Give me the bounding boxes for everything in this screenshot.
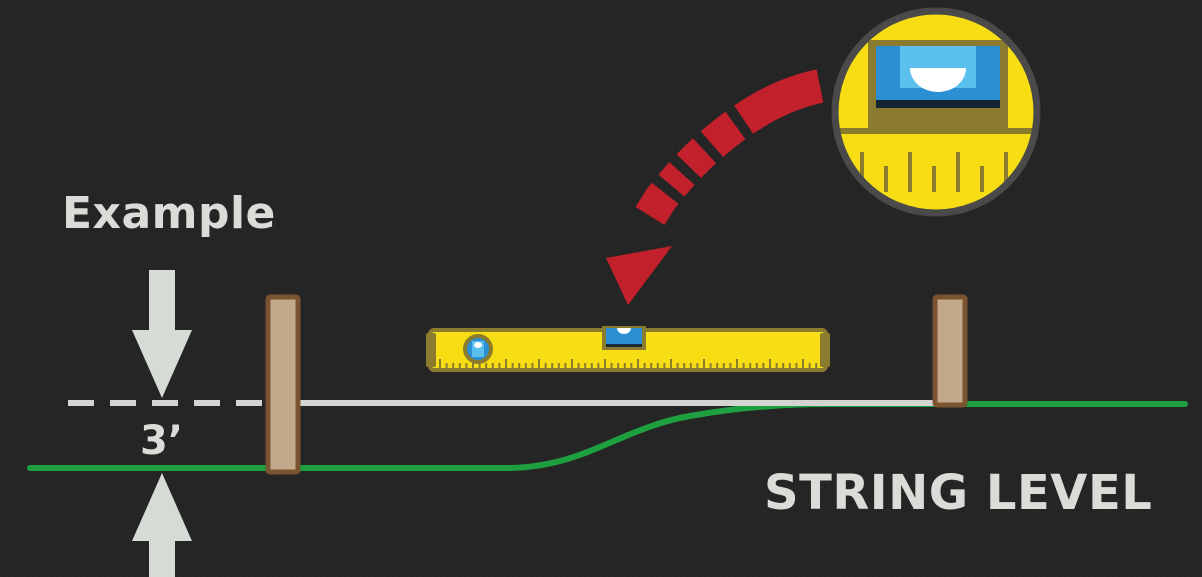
down-arrow: [132, 270, 192, 398]
example-label: Example: [62, 188, 276, 239]
height-measurement-label: 3’: [140, 418, 184, 464]
up-arrow: [132, 473, 192, 577]
diagram-title: STRING LEVEL: [764, 465, 1153, 521]
right-stake: [932, 294, 968, 408]
left-stake: [265, 294, 301, 475]
zoom-magnifier: [831, 7, 1041, 217]
spirit-level: [426, 326, 830, 372]
curved-red-arrow: [606, 69, 824, 305]
level-center-vial: [602, 326, 646, 350]
level-end-vial: [463, 334, 493, 364]
